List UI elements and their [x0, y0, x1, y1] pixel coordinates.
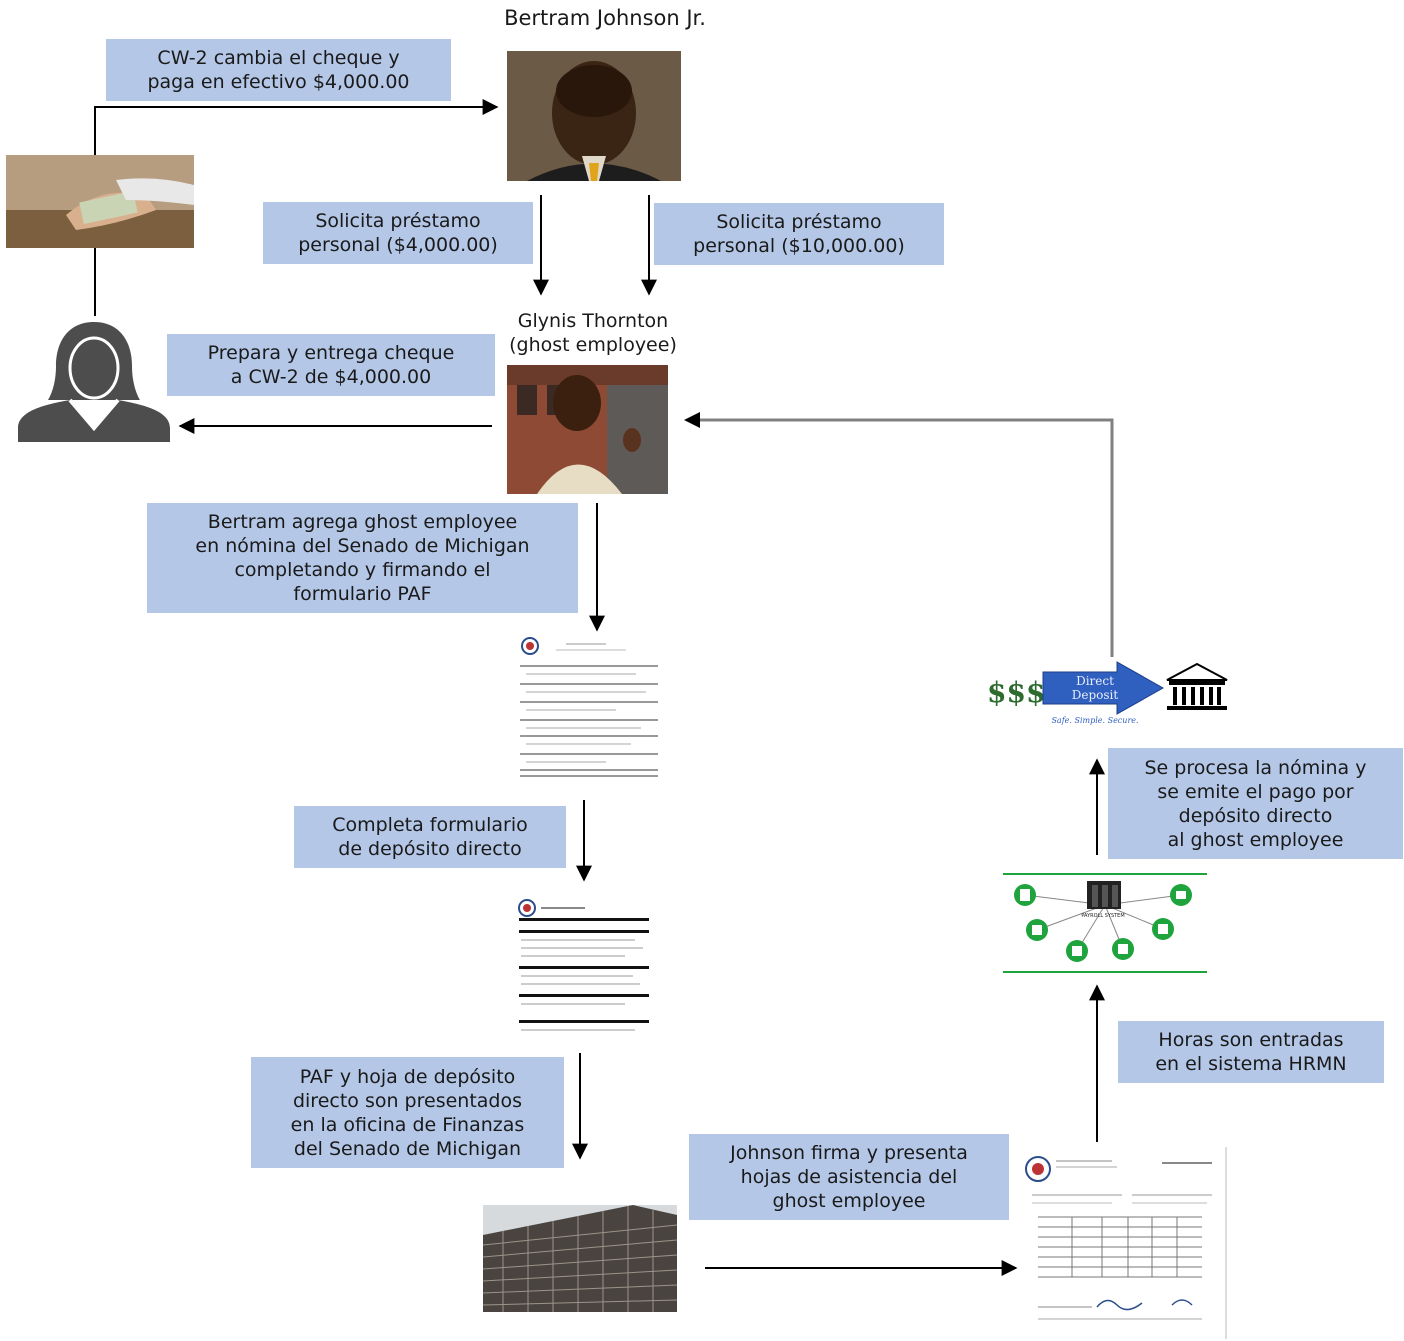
money-symbol: $$$	[987, 676, 1045, 709]
bank-icon	[1166, 662, 1228, 710]
direct-label: Direct	[1076, 674, 1114, 688]
timesheet-form-image	[1022, 1147, 1228, 1339]
cw2-woman-icon	[18, 318, 170, 442]
deposit-label: Deposit	[1072, 688, 1119, 702]
bertram-name: Bertram Johnson Jr.	[504, 6, 706, 30]
cash-exchange-photo	[6, 155, 194, 248]
deposit-tagline: Safe. Simple. Secure.	[1051, 716, 1138, 725]
ghost-employee-photo	[507, 365, 668, 494]
direct-deposit-form-image	[515, 896, 653, 1042]
ghost-employee-name: Glynis Thornton (ghost employee)	[509, 310, 677, 356]
payroll-system-graphic: PAYROLL SYSTEM	[1003, 873, 1207, 973]
direct-deposit-graphic: $$$ Direct Deposit Safe. Simple. Secure.	[985, 660, 1230, 726]
payroll-center-label: PAYROLL SYSTEM	[1081, 913, 1124, 919]
paf-form-image	[516, 636, 662, 782]
bertram-photo	[507, 51, 681, 181]
arrow-deposit-to-ghost	[690, 418, 1114, 657]
arrow-cash-to-bertram	[94, 99, 499, 155]
senate-building-photo	[483, 1205, 677, 1312]
